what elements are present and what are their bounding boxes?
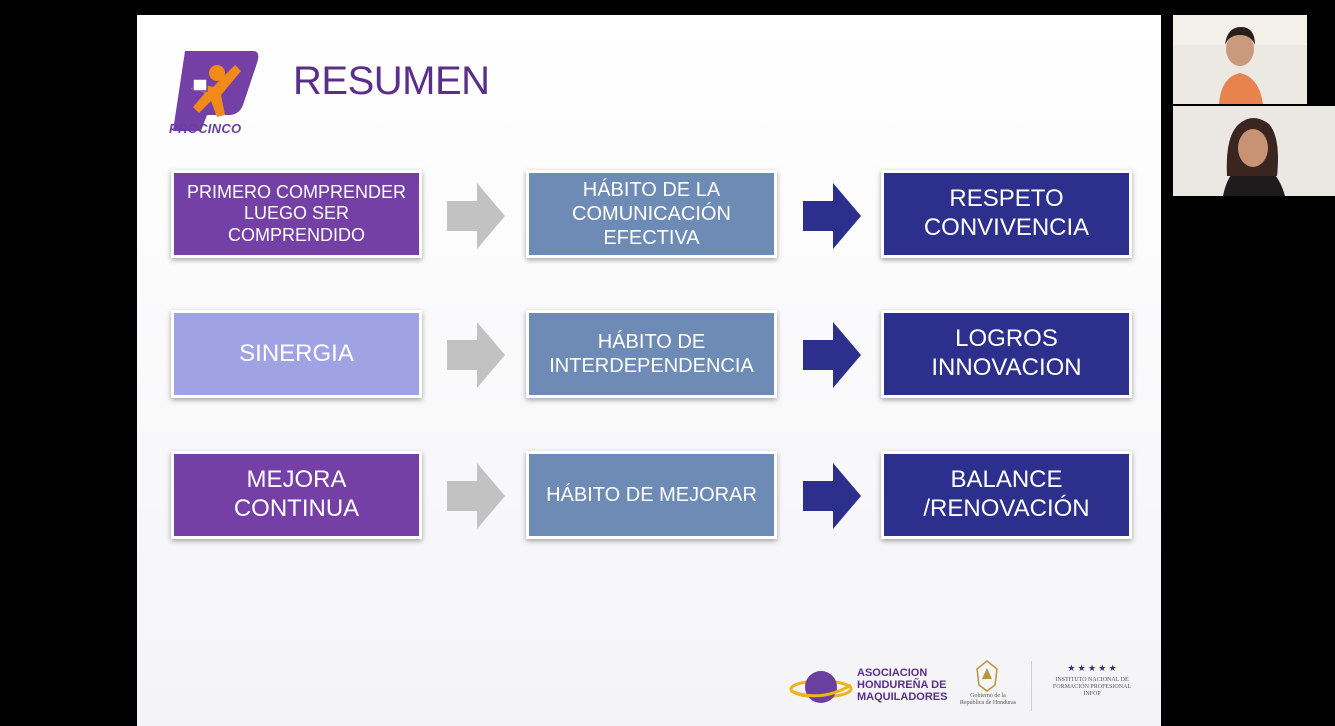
arrow-right-icon	[447, 183, 505, 249]
arrow-right-icon	[803, 183, 861, 249]
box-mejora-continua: MEJORA CONTINUA	[171, 451, 422, 539]
slide-title: RESUMEN	[293, 59, 490, 103]
participant-avatar	[1173, 15, 1307, 104]
brand-name: PROCINCO	[169, 121, 242, 136]
box-habito-comunicacion: HÁBITO DE LA COMUNICACIÓN EFECTIVA	[526, 170, 777, 258]
arrow-right-icon	[803, 322, 861, 388]
presentation-slide: PROCINCO RESUMEN PRIMERO COMPRENDER LUEG…	[137, 15, 1161, 726]
box-habito-mejorar: HÁBITO DE MEJORAR	[526, 451, 777, 539]
ahm-name: ASOCIACION HONDUREÑA DE MAQUILADORES	[857, 667, 948, 704]
arrow-right-icon	[447, 463, 505, 529]
sponsor-logos: ASOCIACION HONDUREÑA DE MAQUILADORES Gob…	[787, 655, 1157, 715]
coat-of-arms-icon	[976, 660, 998, 692]
box-balance-renovacion: BALANCE /RENOVACIÓN	[881, 451, 1132, 539]
box-respeto-convivencia: RESPETO CONVIVENCIA	[881, 170, 1132, 258]
box-logros-innovacion: LOGROS INNOVACION	[881, 310, 1132, 398]
box-habito-interdependencia: HÁBITO DE INTERDEPENDENCIA	[526, 310, 777, 398]
arrow-right-icon	[803, 463, 861, 529]
box-sinergia: SINERGIA	[171, 310, 422, 398]
ahm-globe-icon	[789, 671, 853, 703]
procinco-logo-icon	[173, 51, 259, 131]
box-primero-comprender: PRIMERO COMPRENDER LUEGO SER COMPRENDIDO	[171, 170, 422, 258]
arrow-right-icon	[447, 322, 505, 388]
stars-icon: ★ ★ ★ ★ ★	[1067, 663, 1117, 673]
gobierno-label: Gobierno de la República de Honduras	[959, 693, 1017, 707]
participant-video-tile-2[interactable]	[1173, 106, 1335, 196]
infop-label: INSTITUTO NACIONAL DE FORMACIÓN PROFESIO…	[1052, 677, 1132, 698]
divider	[1031, 661, 1032, 711]
participant-video-tile-1[interactable]	[1173, 15, 1307, 104]
participant-avatar	[1173, 106, 1335, 196]
